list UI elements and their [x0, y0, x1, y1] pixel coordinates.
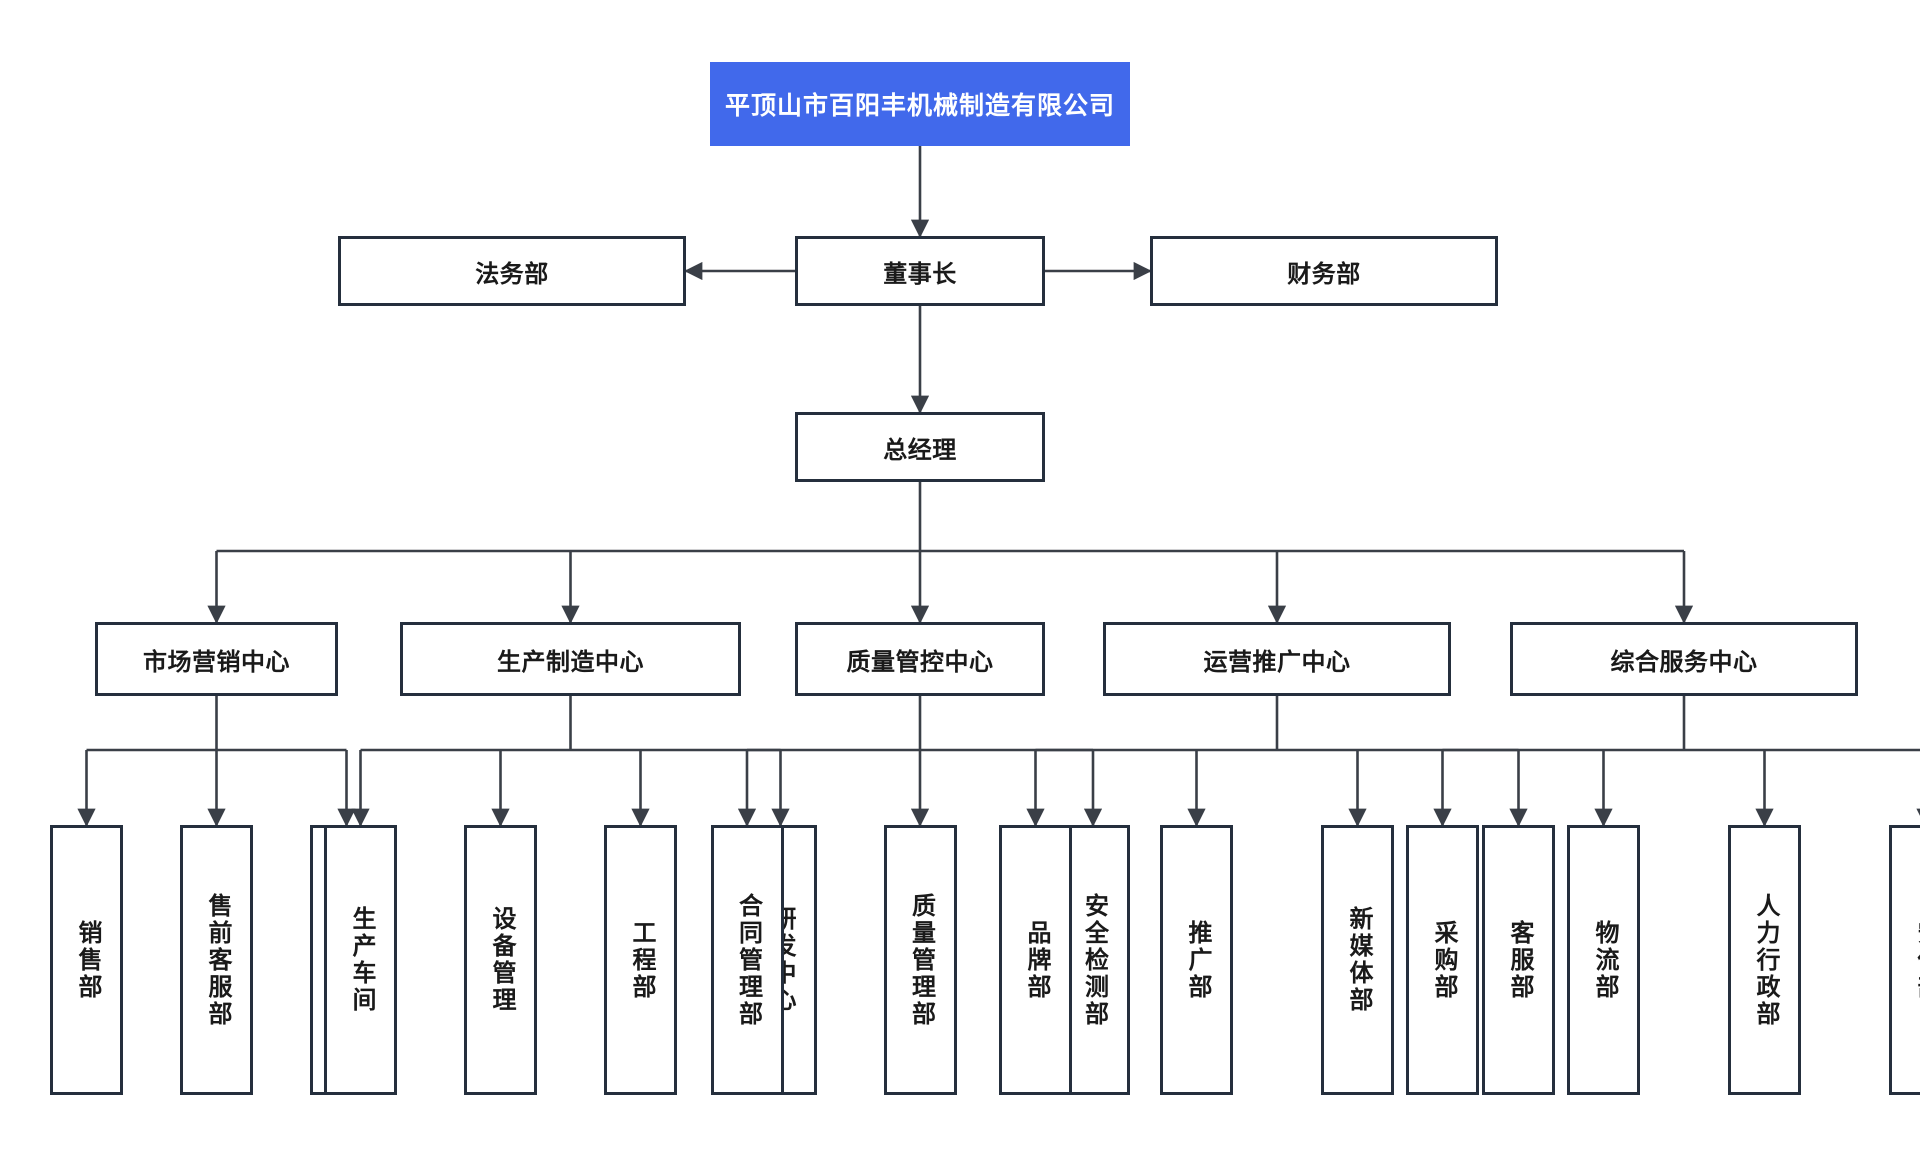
node-center-4[interactable]: 运营推广中心: [1103, 622, 1451, 696]
node-label: 新媒体部: [1344, 906, 1372, 1014]
node-label: 售前客服部: [203, 892, 231, 1028]
node-label: 工程部: [627, 919, 655, 1001]
node-center-1[interactable]: 市场营销中心: [95, 622, 338, 696]
node-label: 销售部: [73, 919, 101, 1001]
node-finance-department[interactable]: 财务部: [1150, 236, 1498, 306]
node-department-2-2[interactable]: 设备管理: [464, 825, 537, 1095]
node-department-4-1[interactable]: 品牌部: [999, 825, 1072, 1095]
node-label: 市场营销中心: [143, 648, 290, 676]
node-center-2[interactable]: 生产制造中心: [400, 622, 741, 696]
node-label: 综合服务中心: [1610, 648, 1758, 676]
node-general-manager[interactable]: 总经理: [795, 412, 1045, 482]
node-label: 运营推广中心: [1203, 648, 1351, 676]
node-label: 推广部: [1183, 919, 1211, 1001]
node-department-3-1[interactable]: 合同管理部: [710, 825, 784, 1095]
node-label: 安全检测部: [1080, 892, 1108, 1028]
node-company-root[interactable]: 平顶山市百阳丰机械制造有限公司: [710, 62, 1130, 146]
node-department-1-2[interactable]: 售前客服部: [180, 825, 253, 1095]
node-department-4-2[interactable]: 推广部: [1160, 825, 1233, 1095]
node-label: 物流部: [1590, 919, 1618, 1001]
node-label: 设备管理: [487, 906, 515, 1014]
node-department-4-3[interactable]: 新媒体部: [1321, 825, 1394, 1095]
node-label: 财务部: [1287, 260, 1361, 288]
node-label: 客服部: [1505, 919, 1533, 1001]
node-legal-department[interactable]: 法务部: [338, 236, 686, 306]
node-department-1-1[interactable]: 销售部: [50, 825, 123, 1095]
node-label: 安保部: [1912, 919, 1920, 1001]
node-department-2-3[interactable]: 工程部: [604, 825, 677, 1095]
node-label: 人力行政部: [1751, 892, 1779, 1028]
node-label: 生产制造中心: [497, 648, 644, 676]
node-department-5-3[interactable]: 人力行政部: [1728, 825, 1801, 1095]
node-label: 采购部: [1429, 919, 1457, 1001]
node-label: 质量管控中心: [846, 648, 994, 676]
node-department-4-4[interactable]: 客服部: [1482, 825, 1555, 1095]
node-center-3[interactable]: 质量管控中心: [795, 622, 1045, 696]
node-label: 平顶山市百阳丰机械制造有限公司: [724, 92, 1115, 120]
node-label: 品牌部: [1022, 919, 1050, 1001]
node-department-5-1[interactable]: 采购部: [1406, 825, 1479, 1095]
node-department-2-1[interactable]: 生产车间: [324, 825, 397, 1095]
node-label: 法务部: [475, 260, 549, 288]
node-label: 董事长: [883, 260, 957, 288]
node-center-5[interactable]: 综合服务中心: [1510, 622, 1858, 696]
node-label: 质量管理部: [907, 892, 935, 1028]
node-label: 总经理: [883, 436, 957, 464]
node-chairman[interactable]: 董事长: [795, 236, 1045, 306]
node-label: 合同管理部: [734, 892, 762, 1028]
node-department-3-2[interactable]: 质量管理部: [883, 825, 957, 1095]
node-label: 生产车间: [347, 906, 375, 1014]
node-department-5-2[interactable]: 物流部: [1567, 825, 1640, 1095]
node-department-5-4[interactable]: 安保部: [1889, 825, 1920, 1095]
